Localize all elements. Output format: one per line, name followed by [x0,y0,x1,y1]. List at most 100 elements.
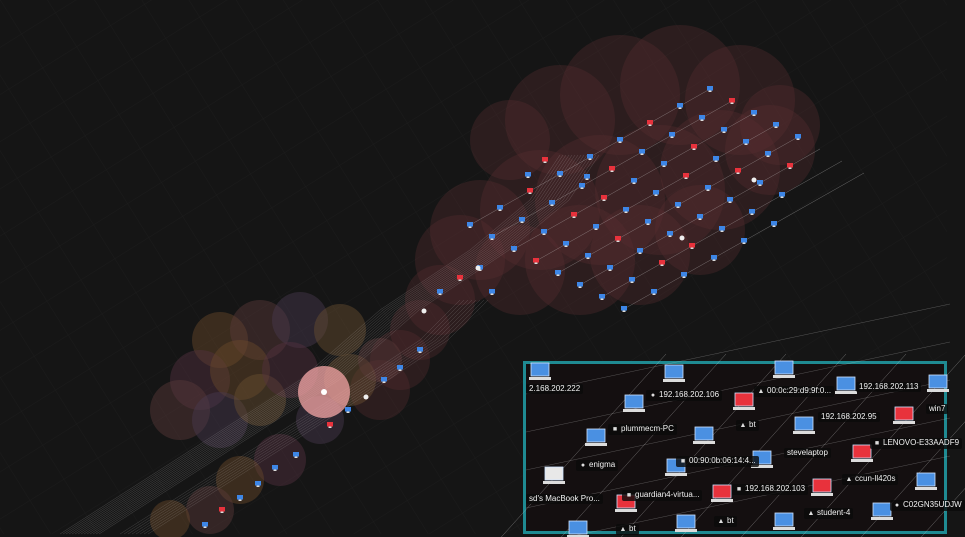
computer-node[interactable] [927,374,949,392]
computer-node[interactable] [637,248,643,254]
device-icon[interactable] [475,265,481,271]
computer-node[interactable] [645,219,651,225]
computer-node[interactable] [417,347,423,353]
computer-node[interactable] [749,209,755,215]
computer-node[interactable] [669,132,675,138]
computer-node[interactable] [593,224,599,230]
host-label[interactable]: ■00:90:0b:06:14:4... [676,456,759,467]
host-label[interactable]: ●C02GN35UDJW [890,500,965,511]
host-label[interactable]: ●enigma [576,460,619,471]
computer-node[interactable] [617,137,623,143]
computer-node[interactable] [519,217,525,223]
host-label[interactable]: ■LENOVO-E33AADF9 [870,438,963,449]
computer-node[interactable] [719,226,725,232]
computer-node[interactable] [457,275,463,281]
computer-node[interactable] [607,265,613,271]
computer-node[interactable] [735,168,741,174]
host-label[interactable]: ▲bt [616,524,639,535]
selected-node[interactable] [298,366,350,418]
computer-node[interactable] [741,238,747,244]
computer-node[interactable] [651,289,657,295]
computer-node[interactable] [237,495,243,501]
computer-node[interactable] [893,406,915,424]
computer-node[interactable] [779,192,785,198]
host-label[interactable]: win7 [926,404,949,414]
computer-node[interactable] [467,222,473,228]
computer-node[interactable] [811,478,833,496]
computer-node[interactable] [659,260,665,266]
computer-node[interactable] [675,514,697,532]
device-icon[interactable] [363,394,369,400]
computer-node[interactable] [587,154,593,160]
computer-node[interactable] [629,277,635,283]
computer-node[interactable] [915,472,937,490]
computer-node[interactable] [707,86,713,92]
computer-node[interactable] [623,394,645,412]
computer-node[interactable] [542,157,548,163]
computer-node[interactable] [437,289,443,295]
computer-node[interactable] [711,484,733,502]
computer-node[interactable] [697,214,703,220]
computer-node[interactable] [555,270,561,276]
device-icon[interactable] [679,235,685,241]
computer-node[interactable] [529,362,551,380]
computer-node[interactable] [381,377,387,383]
computer-node[interactable] [773,360,795,378]
computer-node[interactable] [667,231,673,237]
computer-node[interactable] [599,294,605,300]
host-label[interactable]: 192.168.202.95 [818,412,880,422]
computer-node[interactable] [675,202,681,208]
computer-node[interactable] [525,172,531,178]
computer-node[interactable] [579,183,585,189]
computer-node[interactable] [663,364,685,382]
computer-node[interactable] [773,122,779,128]
computer-node[interactable] [533,258,539,264]
computer-node[interactable] [795,134,801,140]
computer-node[interactable] [511,246,517,252]
device-icon[interactable] [421,308,427,314]
host-label[interactable]: ▲student-4 [804,508,854,519]
computer-node[interactable] [639,149,645,155]
host-label[interactable]: 192.168.202.113 [856,382,922,392]
host-label[interactable]: 2.168.202.222 [526,384,584,394]
host-label[interactable]: ■plummecm-PC [608,424,677,435]
computer-node[interactable] [771,221,777,227]
host-label[interactable]: ▲ccun-ll420s [842,474,899,485]
computer-node[interactable] [219,507,225,513]
host-label[interactable]: ■192.168.202.103 [732,484,809,495]
computer-node[interactable] [765,151,771,157]
computer-node[interactable] [691,144,697,150]
computer-node[interactable] [601,195,607,201]
computer-node[interactable] [585,253,591,259]
computer-node[interactable] [293,452,299,458]
computer-node[interactable] [751,110,757,116]
computer-node[interactable] [727,197,733,203]
computer-node[interactable] [584,174,590,180]
computer-node[interactable] [689,243,695,249]
computer-node[interactable] [733,392,755,410]
computer-node[interactable] [563,241,569,247]
computer-node[interactable] [631,178,637,184]
host-label[interactable]: ▲bt [736,420,759,431]
host-label[interactable]: ▲bt [714,516,737,527]
computer-node[interactable] [272,465,278,471]
computer-node[interactable] [661,161,667,167]
computer-node[interactable] [327,422,333,428]
host-label[interactable]: sd's MacBook Pro... [526,494,603,504]
graph-nodes[interactable] [202,86,801,528]
computer-node[interactable] [721,127,727,133]
computer-node[interactable] [851,444,873,462]
computer-node[interactable] [585,428,607,446]
computer-node[interactable] [699,115,705,121]
computer-node[interactable] [683,173,689,179]
computer-node[interactable] [773,512,795,530]
computer-node[interactable] [711,255,717,261]
computer-node[interactable] [743,139,749,145]
host-label[interactable]: ■guardian4-virtua... [622,490,703,501]
computer-node[interactable] [647,120,653,126]
computer-node[interactable] [541,229,547,235]
computer-node[interactable] [489,234,495,240]
computer-node[interactable] [677,103,683,109]
host-label[interactable]: ▲00:0c:29:d9:9f:0... [754,386,835,397]
